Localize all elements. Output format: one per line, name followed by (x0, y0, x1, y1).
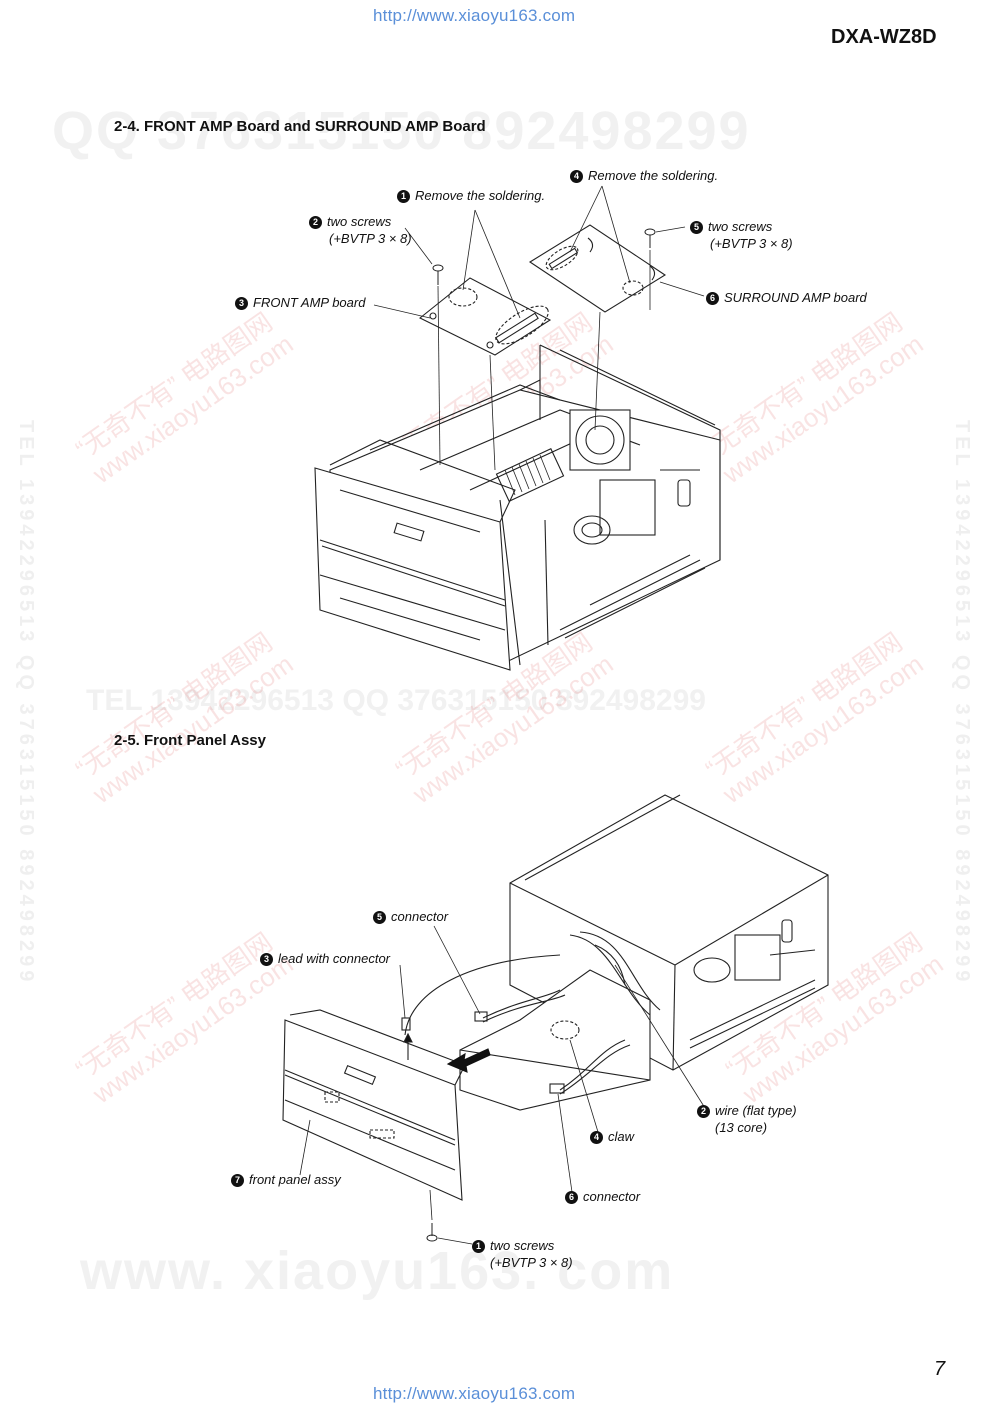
header-url-link[interactable]: http://www.xiaoyu163.com (373, 6, 576, 25)
arrow-icon (446, 1048, 491, 1073)
section-title-front-panel: 2-5. Front Panel Assy (114, 732, 266, 749)
lead-wire-drawing (401, 954, 631, 1095)
section-title-front-amp: 2-4. FRONT AMP Board and SURROUND AMP Bo… (114, 118, 486, 135)
page-number: 7 (934, 1358, 946, 1380)
screw-drawing-surround (644, 228, 656, 248)
watermark-side-left: TEL 13942296513 QQ 376315150 892498299 (15, 420, 37, 986)
watermark-tel-line: TEL 13942296513 QQ 376315150 892498299 (86, 684, 706, 717)
watermark-bottom-url: www. xiaoyu163. com (80, 1241, 675, 1301)
chassis-drawing-front-panel (459, 794, 829, 1111)
watermark-qq-line: QQ 376315150 892498299 (52, 101, 751, 161)
surround-amp-board-drawing (528, 224, 667, 313)
front-amp-board-drawing (418, 277, 552, 356)
front-panel-drawing-2 (282, 1009, 466, 1201)
watermark-side-right: TEL 13942296513 QQ 376315150 892498299 (951, 420, 973, 986)
front-panel-drawing-1 (314, 439, 516, 671)
model-number: DXA-WZ8D (831, 26, 937, 48)
screw-drawing-front (432, 264, 444, 285)
footer-url-link[interactable]: http://www.xiaoyu163.com (373, 1384, 576, 1403)
screw-drawing-bottom (426, 1223, 438, 1242)
